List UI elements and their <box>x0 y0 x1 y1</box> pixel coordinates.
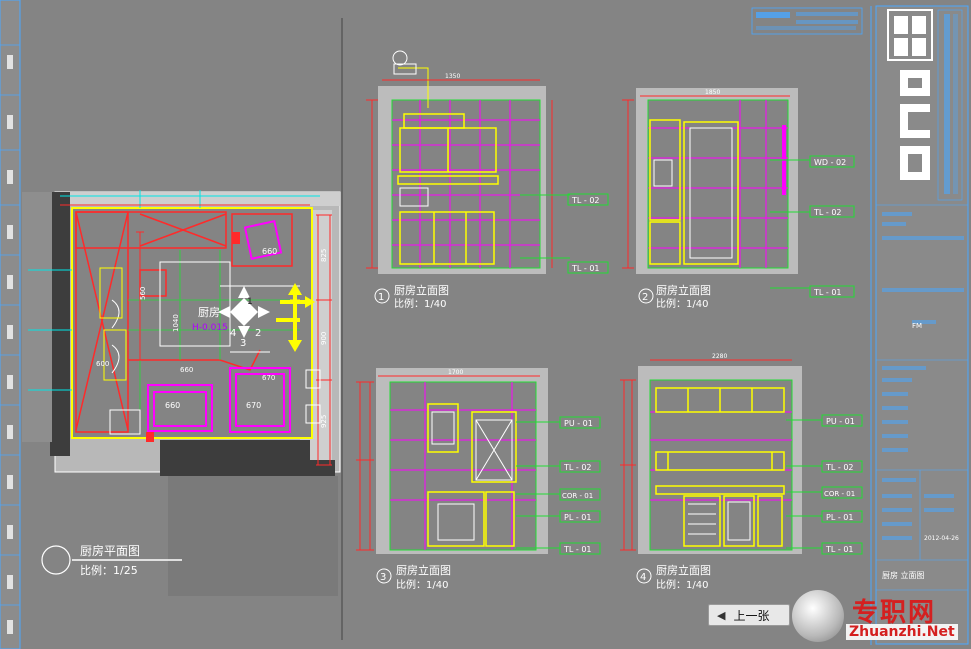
tag-box <box>821 542 863 555</box>
elev2-scale: 比例：1/40 <box>656 297 708 310</box>
elev2-tag-1: WD - 02 <box>814 158 846 167</box>
tag-box <box>809 155 855 168</box>
tag-box <box>821 510 863 523</box>
elev4-scale: 比例：1/40 <box>656 578 708 591</box>
tag-box <box>559 488 601 501</box>
elev3-tag-5: TL - 01 <box>563 545 592 554</box>
kitchen-floor-plan: 660 670 660 <box>22 190 341 596</box>
arrow-left-icon: ◀ <box>717 608 726 622</box>
elev2-title: 厨房立面图 <box>656 283 711 297</box>
elev4-tag-1: PU - 01 <box>826 417 855 426</box>
title-block-ref: FM <box>912 322 922 330</box>
watermark-logo: 专职网 Zhuanzhi.Net <box>792 588 968 646</box>
dim-left-1: 560 <box>139 287 147 300</box>
elev4-tag-5: TL - 01 <box>825 545 854 554</box>
elev2-num: 2 <box>642 292 648 303</box>
elevation-2-drawing <box>622 88 810 304</box>
elev3-tag-2: TL - 02 <box>563 463 592 472</box>
elevation-3-drawing <box>356 368 560 584</box>
elev4-title: 厨房立面图 <box>656 563 711 577</box>
elev1-tag-1: TL - 02 <box>571 196 600 205</box>
dim-right-2: 900 <box>320 332 328 345</box>
title-block <box>875 5 969 645</box>
dim-left-3: 600 <box>96 360 109 368</box>
elev2-tag-3: TL - 01 <box>813 288 842 297</box>
plan-scale: 比例：1/25 <box>80 563 138 577</box>
left-margin-strip <box>0 0 21 649</box>
approval-stamp <box>751 7 863 35</box>
watermark-text-cn: 专职网 <box>852 598 937 628</box>
elev3-tag-3: COR - 01 <box>562 492 593 500</box>
elevation-4-drawing <box>620 359 822 584</box>
sheet-name: 厨房 立面图 <box>882 570 925 580</box>
room-level: H-0.015 <box>192 323 228 333</box>
room-name: 厨房 <box>198 306 220 319</box>
elevation-1-drawing <box>366 50 570 304</box>
view-marker-4: 4 <box>230 328 236 339</box>
tag-box <box>559 416 601 429</box>
view-marker-1: 1 <box>247 297 253 307</box>
elev3-tag-4: PL - 01 <box>564 513 591 522</box>
tag-box <box>821 414 863 427</box>
view-index-marker <box>218 286 270 338</box>
svg-text:660: 660 <box>165 401 180 410</box>
elev2-top-dim: 1850 <box>705 89 720 96</box>
elev3-scale: 比例：1/40 <box>396 578 448 591</box>
dim-bottom-1: 660 <box>180 366 193 374</box>
tag-box <box>821 486 863 499</box>
previous-sheet-button[interactable]: ◀ 上一张 <box>708 604 790 626</box>
elev3-title: 厨房立面图 <box>396 563 451 577</box>
elev1-top-dim: 1350 <box>445 73 460 80</box>
dim-right-3: 925 <box>320 415 328 428</box>
elev1-title: 厨房立面图 <box>394 283 449 297</box>
elev4-tag-2: TL - 02 <box>825 463 854 472</box>
elev4-tag-3: COR - 01 <box>824 490 855 498</box>
tag-box <box>821 460 863 473</box>
elev3-top-dim: 1700 <box>448 369 463 376</box>
elev4-tag-4: PL - 01 <box>826 513 853 522</box>
elev1-tag-2: TL - 01 <box>571 264 600 273</box>
view-marker-2: 2 <box>255 328 261 339</box>
elev1-num: 1 <box>378 292 384 303</box>
elev3-tag-1: PU - 01 <box>564 419 593 428</box>
elev4-num: 4 <box>640 572 646 583</box>
plan-title-block <box>41 545 182 575</box>
tag-box <box>559 460 601 473</box>
aco-logo-icon <box>887 9 933 180</box>
svg-text:670: 670 <box>246 401 261 410</box>
title-block-date: 2012-04-26 <box>924 535 959 542</box>
globe-icon <box>792 590 844 642</box>
elev1-scale: 比例：1/40 <box>394 297 446 310</box>
dim-right-1: 825 <box>320 249 328 262</box>
tag-box <box>567 261 609 274</box>
tag-box <box>559 510 601 523</box>
tag-box <box>809 205 855 218</box>
view-marker-3: 3 <box>240 338 246 349</box>
watermark-text-en: Zhuanzhi.Net <box>846 624 958 640</box>
dim-bottom-2: 670 <box>262 374 275 382</box>
elev4-top-dim: 2280 <box>712 353 727 360</box>
dim-left-2: 1040 <box>172 314 180 332</box>
tag-box <box>809 285 855 298</box>
elev2-tag-2: TL - 02 <box>813 208 842 217</box>
plan-title: 厨房平面图 <box>80 543 140 558</box>
tag-box <box>567 193 609 206</box>
previous-sheet-label: 上一张 <box>733 608 770 623</box>
svg-text:660: 660 <box>262 247 277 256</box>
tag-box <box>559 542 601 555</box>
elev3-num: 3 <box>380 572 386 583</box>
